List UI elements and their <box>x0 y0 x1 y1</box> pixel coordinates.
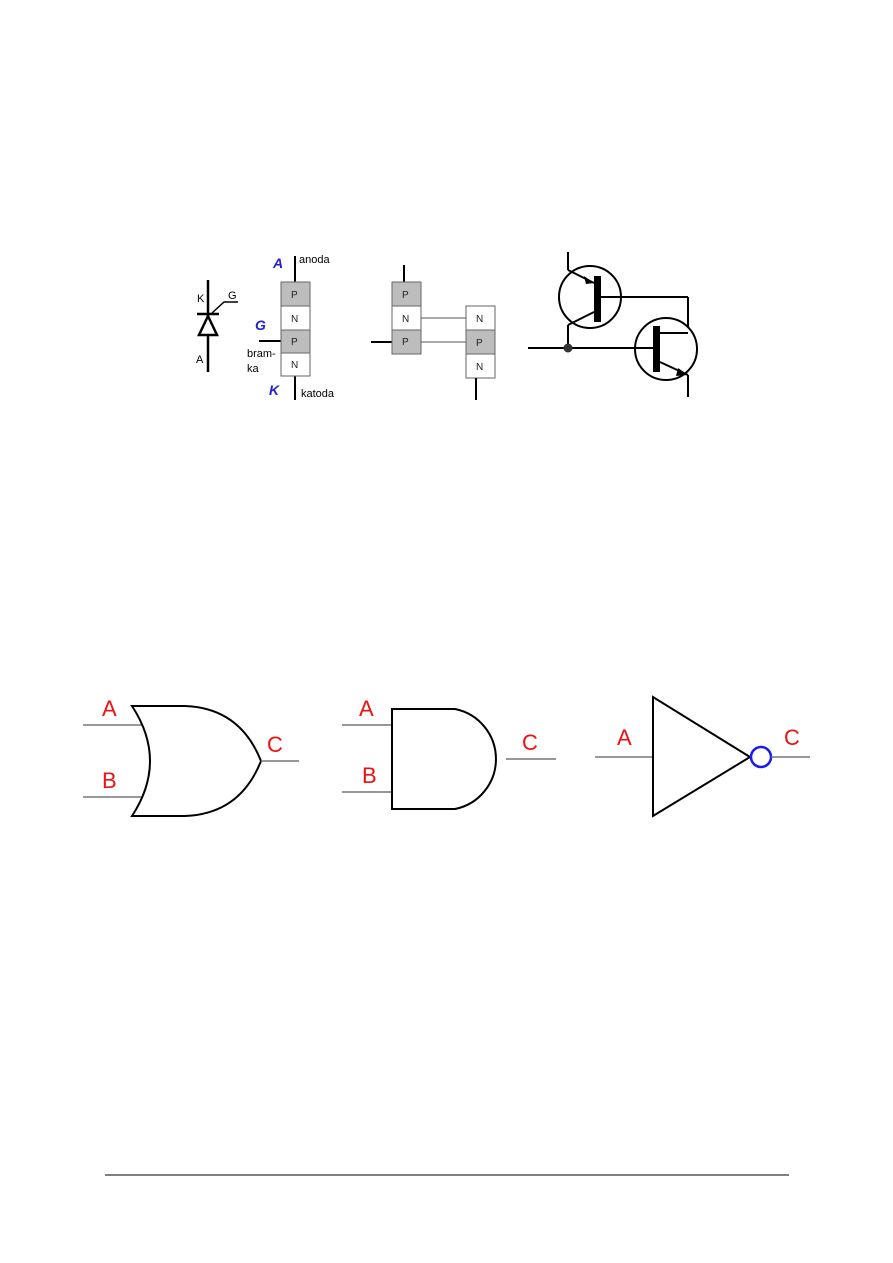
and-gate-body <box>391 708 497 810</box>
right-layer-label: N <box>476 314 483 325</box>
layer-box <box>280 352 311 377</box>
layer-label: N <box>291 314 298 325</box>
left-layer <box>391 329 422 355</box>
pnp-base-bar <box>594 276 601 322</box>
and-label-b: B <box>362 763 377 788</box>
cathode-label: katoda <box>301 388 335 400</box>
layer-box <box>280 281 311 307</box>
or-label-b: B <box>102 768 117 793</box>
and-label-a: A <box>359 696 374 721</box>
gate-label-1: bram- <box>247 348 276 360</box>
pnp-collector <box>567 311 595 326</box>
layer-label: P <box>291 290 298 301</box>
npn-emitter-arrow <box>676 368 688 376</box>
or-gate: A B C <box>83 696 299 817</box>
thyristor-k-label: K <box>197 293 205 305</box>
not-gate-body <box>652 695 752 818</box>
junction-dot <box>563 343 573 353</box>
anode-letter: A <box>272 255 283 271</box>
right-layer <box>465 353 496 379</box>
left-layer <box>391 281 422 307</box>
left-layer-label: P <box>402 290 409 301</box>
not-label-a: A <box>617 725 632 750</box>
split-model: P N P N P N <box>371 265 496 400</box>
gate-letter: G <box>255 317 266 333</box>
and-label-c: C <box>522 730 538 755</box>
not-label-c: C <box>784 725 800 750</box>
left-layer-label: P <box>402 337 409 348</box>
right-layer-label: P <box>476 338 483 349</box>
cathode-letter: K <box>269 382 280 398</box>
and-gate: A B C <box>342 696 556 810</box>
gate-label-2: ka <box>247 363 260 375</box>
or-label-a: A <box>102 696 117 721</box>
or-label-c: C <box>267 732 283 757</box>
pnpn-structure: P N P N A anoda G bram- ka K katoda <box>247 254 335 400</box>
npn-base-bar <box>653 326 660 372</box>
not-gate-bubble <box>749 745 773 769</box>
or-gate-body <box>130 705 263 817</box>
thyristor-g-label: G <box>228 290 237 302</box>
pnp-emitter-arrow <box>584 276 594 284</box>
transistor-circuit <box>528 252 698 397</box>
not-gate: A C <box>595 695 810 818</box>
thyristor-gate-lead <box>211 301 238 314</box>
thyristor-symbol: K G A <box>196 280 238 372</box>
right-layer-label: N <box>476 362 483 373</box>
left-layer-label: N <box>402 314 409 325</box>
anode-label: anoda <box>299 254 330 266</box>
layer-label: P <box>291 337 298 348</box>
layer-label: N <box>291 360 298 371</box>
thyristor-a-label: A <box>196 354 204 366</box>
thyristor-triangle <box>197 313 219 337</box>
